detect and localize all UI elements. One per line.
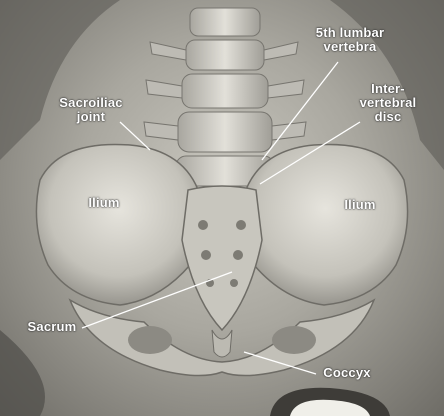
label-sacrum: Sacrum <box>20 320 84 334</box>
ilium-right-bone <box>243 144 408 305</box>
label-5th-lumbar-vertebra: 5th lumbar vertebra <box>300 26 400 54</box>
ilium-left-bone <box>36 144 201 305</box>
sacrum-bone <box>182 186 262 330</box>
label-intervertebral-disc: Inter- vertebral disc <box>348 82 428 124</box>
label-sacroiliac-joint: Sacroiliac joint <box>46 96 136 124</box>
label-coccyx: Coccyx <box>312 366 382 380</box>
coccyx-bone <box>212 330 232 357</box>
label-ilium-left: Ilium <box>74 196 134 210</box>
label-ilium-right: Ilium <box>330 198 390 212</box>
